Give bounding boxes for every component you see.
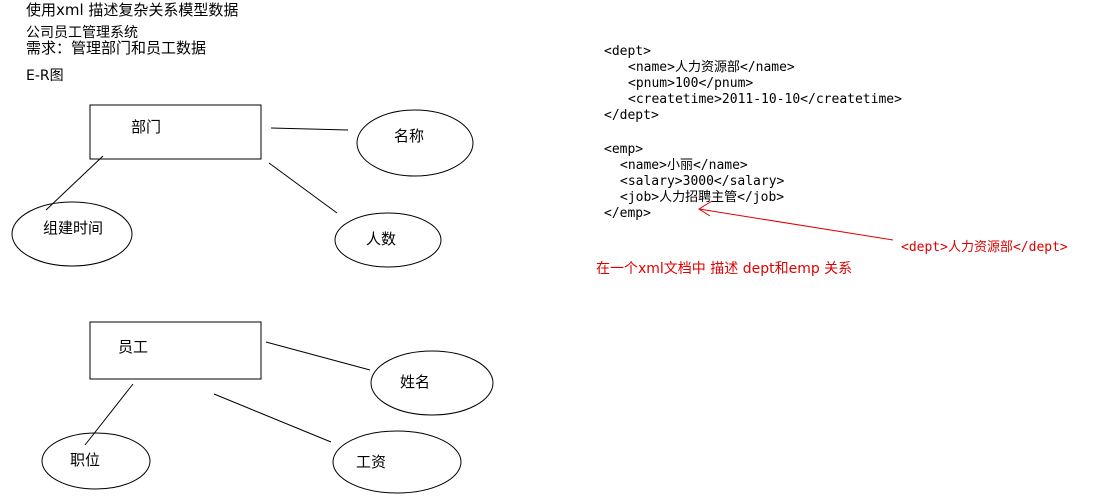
dept-createtime-link [45, 155, 104, 211]
emp-job-ellipse [41, 432, 151, 490]
annotation-arrowhead [698, 200, 713, 217]
emp-salary-ellipse [332, 430, 462, 494]
emp-entity-box [89, 321, 262, 380]
emp-job-link [84, 383, 134, 446]
dept-createtime-ellipse [11, 201, 133, 267]
dept-entity-label: 部门 [131, 118, 162, 136]
xml-emp-close: </emp> [604, 206, 651, 221]
emp-name-label: 姓名 [400, 373, 431, 391]
dept-pnum-ellipse [334, 212, 442, 268]
emp-salary-link [213, 393, 332, 443]
xml-dept-createtime: <createtime>2011-10-10</createtime> [628, 92, 902, 107]
annotation-dept-ref: <dept>人力资源部</dept> [901, 240, 1068, 255]
emp-job-label: 职位 [70, 451, 101, 469]
xml-dept-open: <dept> [604, 44, 651, 59]
emp-name-ellipse [370, 350, 494, 416]
xml-dept-close: </dept> [604, 108, 659, 123]
note-title: 使用xml 描述复杂关系模型数据 [26, 1, 239, 19]
xml-emp-name: <name>小丽</name> [620, 158, 748, 173]
emp-name-link [265, 341, 371, 371]
dept-name-ellipse [356, 109, 474, 177]
xml-emp-salary: <salary>3000</salary> [620, 174, 785, 189]
xml-dept-name: <name>人力资源部</name> [628, 60, 795, 75]
xml-emp-open: <emp> [604, 142, 644, 157]
dept-name-link [270, 127, 349, 131]
dept-entity-box [89, 104, 262, 160]
annotation-caption: 在一个xml文档中 描述 dept和emp 关系 [596, 261, 853, 277]
emp-entity-label: 员工 [118, 338, 149, 356]
emp-salary-label: 工资 [356, 453, 387, 471]
xml-emp-job: <job>人力招聘主管</job> [620, 190, 785, 205]
note-system: 公司员工管理系统 [26, 25, 138, 41]
xml-dept-pnum: <pnum>100</pnum> [628, 76, 754, 91]
dept-pnum-link [268, 162, 338, 214]
note-er-label: E-R图 [26, 68, 64, 84]
note-requirement: 需求：管理部门和员工数据 [26, 39, 207, 57]
annotation-arrow-line [698, 208, 894, 241]
dept-pnum-label: 人数 [366, 230, 397, 248]
dept-name-label: 名称 [394, 127, 425, 145]
dept-createtime-label: 组建时间 [43, 219, 104, 237]
